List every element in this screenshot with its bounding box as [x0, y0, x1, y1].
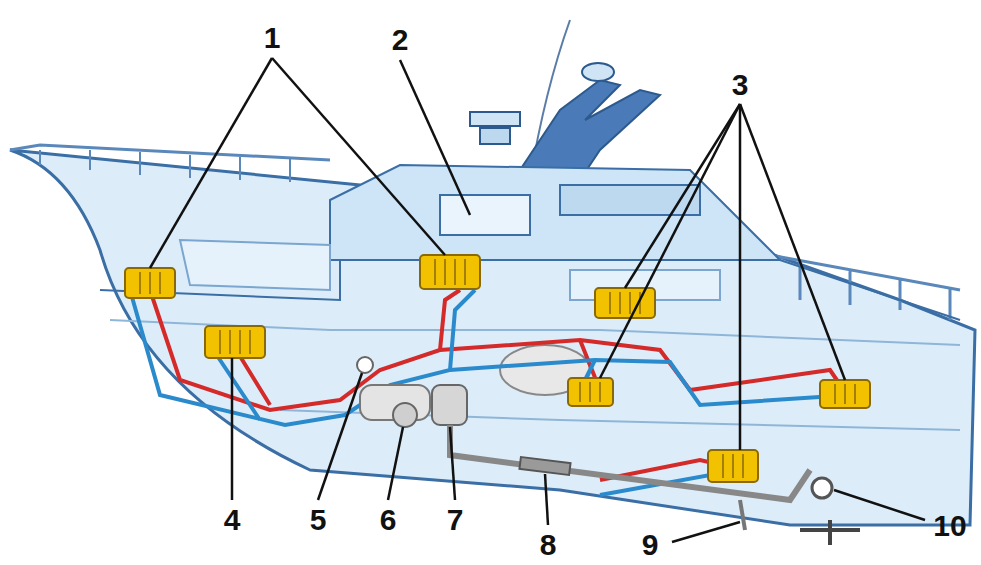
- callout-number: 2: [392, 25, 409, 55]
- callout-number: 7: [447, 505, 464, 535]
- callout-number: 5: [310, 505, 327, 535]
- callout-number: 8: [540, 530, 557, 560]
- callout-number: 9: [642, 530, 659, 560]
- callout-number: 1: [264, 23, 281, 53]
- callout-number: 6: [380, 505, 397, 535]
- callout-number: 10: [933, 511, 966, 541]
- callout-number: 3: [732, 70, 749, 100]
- callout-number: 4: [224, 505, 241, 535]
